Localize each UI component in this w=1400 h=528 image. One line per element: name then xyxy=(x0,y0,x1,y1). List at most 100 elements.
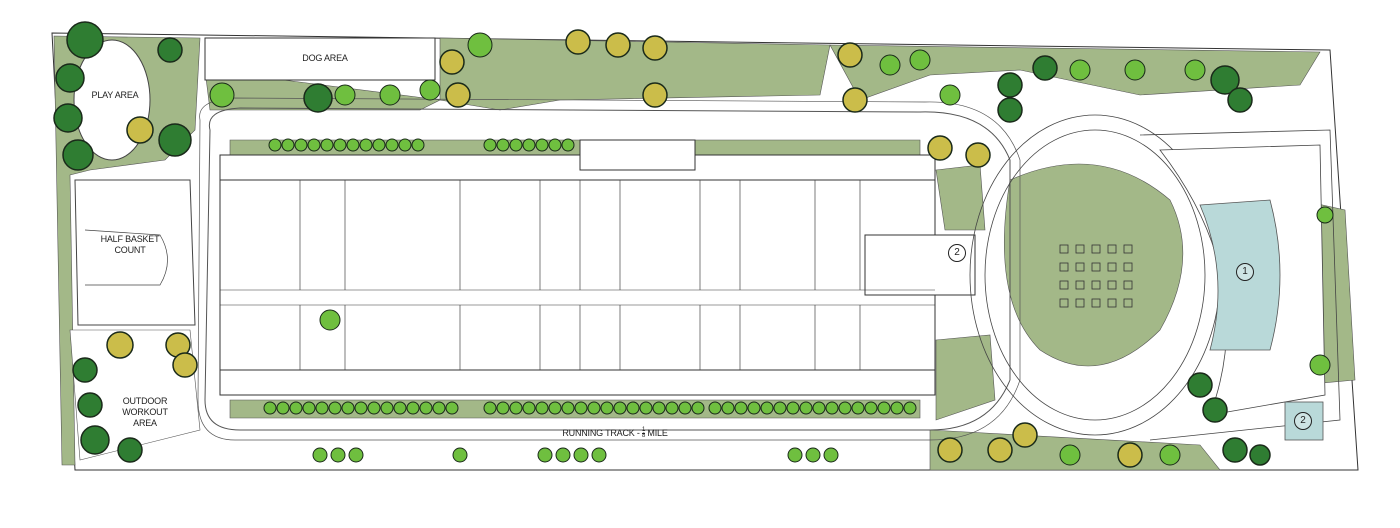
running-track-unit: MILE xyxy=(645,428,668,438)
shrub-icon xyxy=(760,401,774,415)
shrub-icon xyxy=(1159,444,1181,466)
dark-tree-icon xyxy=(77,392,103,418)
dark-tree-icon xyxy=(997,72,1023,98)
shrub-icon xyxy=(315,401,329,415)
table-icon xyxy=(1123,298,1133,308)
shrub-icon xyxy=(1184,59,1206,81)
shrub-icon xyxy=(561,138,575,152)
table-icon xyxy=(1075,244,1085,254)
dark-tree-icon xyxy=(157,37,183,63)
basketball-label-line2: COUNT xyxy=(114,245,146,255)
table-icon xyxy=(1075,280,1085,290)
shrub-icon xyxy=(665,401,679,415)
shrub-icon xyxy=(319,309,341,331)
yellow-tree-icon xyxy=(172,352,198,378)
workout-label-line3: AREA xyxy=(133,418,157,428)
workout-label-line2: WORKOUT xyxy=(122,407,168,417)
shrub-icon xyxy=(419,401,433,415)
fraction-denominator: 8 xyxy=(641,433,646,440)
shrub-icon xyxy=(294,138,308,152)
dark-tree-icon xyxy=(72,357,98,383)
yellow-tree-icon xyxy=(937,437,963,463)
yellow-tree-icon xyxy=(605,32,631,58)
table-icon xyxy=(1107,280,1117,290)
shrub-icon xyxy=(372,138,386,152)
table-icon xyxy=(1107,262,1117,272)
shrub-icon xyxy=(348,447,364,463)
table-icon xyxy=(1107,244,1117,254)
shrub-icon xyxy=(359,138,373,152)
shrub-icon xyxy=(385,138,399,152)
shrub-icon xyxy=(496,401,510,415)
table-icon xyxy=(1091,262,1101,272)
dark-tree-icon xyxy=(158,123,192,157)
shrub-icon xyxy=(1059,444,1081,466)
table-icon xyxy=(1075,298,1085,308)
table-icon xyxy=(1123,244,1133,254)
shrub-icon xyxy=(600,401,614,415)
shrub-icon xyxy=(445,401,459,415)
shrub-icon xyxy=(411,138,425,152)
shrub-icon xyxy=(452,447,468,463)
shrub-icon xyxy=(509,138,523,152)
shrub-icon xyxy=(1309,354,1331,376)
shrub-icon xyxy=(851,401,865,415)
yellow-tree-icon xyxy=(106,331,134,359)
table-icon xyxy=(1123,262,1133,272)
table-icon xyxy=(1107,298,1117,308)
shrub-icon xyxy=(721,401,735,415)
dog-area-label: DOG AREA xyxy=(302,53,348,63)
shrub-icon xyxy=(864,401,878,415)
table-icon xyxy=(1059,280,1069,290)
shrub-icon xyxy=(708,401,722,415)
shrub-icon xyxy=(483,401,497,415)
shrub-icon xyxy=(823,447,839,463)
shrub-icon xyxy=(548,401,562,415)
shrub-icon xyxy=(330,447,346,463)
shrub-icon xyxy=(312,447,328,463)
shrub-icon xyxy=(483,138,497,152)
table-icon xyxy=(1091,280,1101,290)
dark-tree-icon xyxy=(117,437,143,463)
yellow-tree-icon xyxy=(642,35,668,61)
shrub-icon xyxy=(555,447,571,463)
shrub-icon xyxy=(535,401,549,415)
shrub-icon xyxy=(263,401,277,415)
shrub-icon xyxy=(281,138,295,152)
yellow-tree-icon xyxy=(439,49,465,75)
shrub-icon xyxy=(522,401,536,415)
dark-tree-icon xyxy=(997,97,1023,123)
yellow-tree-icon xyxy=(965,142,991,168)
dark-tree-icon xyxy=(1210,65,1240,95)
shrub-icon xyxy=(591,447,607,463)
shrub-icon xyxy=(787,447,803,463)
running-track xyxy=(204,107,1011,431)
running-track-text: RUNNING TRACK - xyxy=(562,428,642,438)
shrub-icon xyxy=(786,401,800,415)
shrub-icon xyxy=(341,401,355,415)
shrub-icon xyxy=(587,401,601,415)
dog-area xyxy=(204,37,436,81)
shrub-icon xyxy=(328,401,342,415)
shrub-icon xyxy=(509,401,523,415)
yellow-tree-icon xyxy=(126,116,154,144)
shrub-icon xyxy=(419,79,441,101)
shrub-icon xyxy=(812,401,826,415)
interior-walls xyxy=(299,180,861,370)
basketball-label-line1: HALF BASKET xyxy=(100,234,160,244)
shrub-icon xyxy=(354,401,368,415)
shrub-icon xyxy=(799,401,813,415)
dark-tree-icon xyxy=(1187,372,1213,398)
table-icon xyxy=(1059,244,1069,254)
key-building-entry: 2 xyxy=(948,244,966,262)
dark-tree-icon xyxy=(53,103,83,133)
yellow-tree-icon xyxy=(927,135,953,161)
shrub-icon xyxy=(535,138,549,152)
dark-tree-icon xyxy=(1249,444,1271,466)
shrub-icon xyxy=(1316,206,1334,224)
shrub-icon xyxy=(639,401,653,415)
dark-tree-icon xyxy=(1202,397,1228,423)
yellow-tree-icon xyxy=(842,87,868,113)
shrub-icon xyxy=(334,84,356,106)
